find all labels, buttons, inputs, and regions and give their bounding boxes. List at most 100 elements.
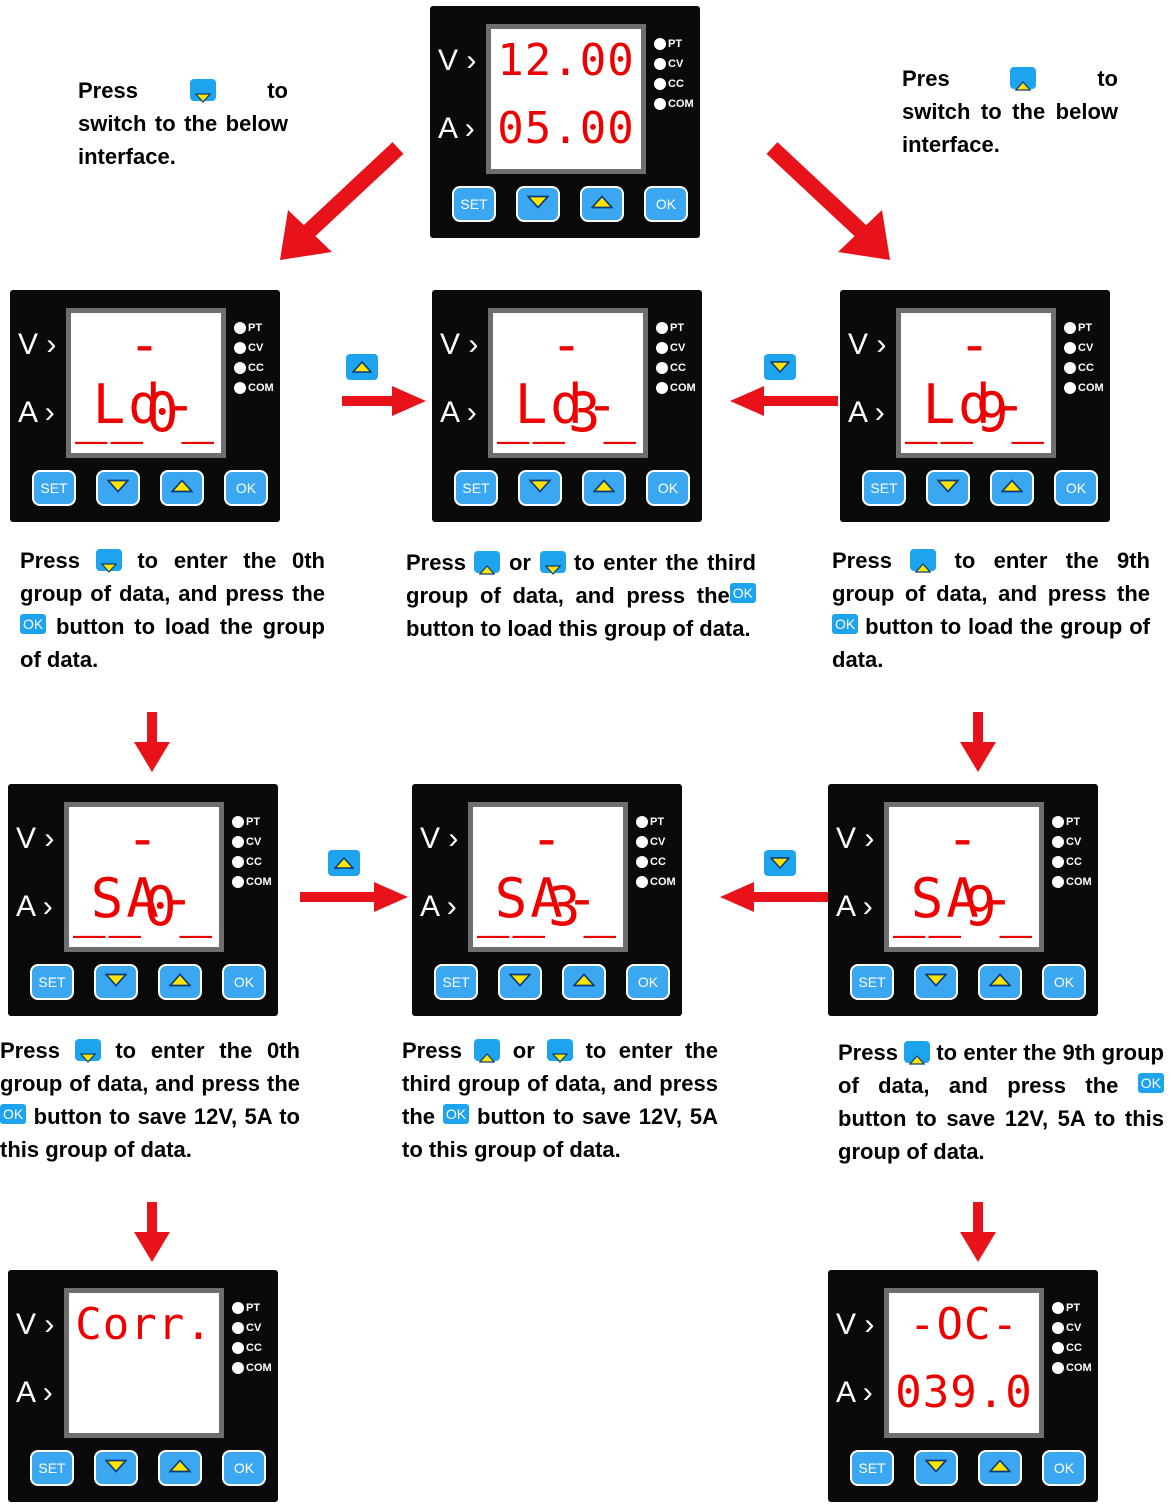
led-com: COM [1052,1360,1092,1380]
set-button[interactable]: SET [452,186,496,222]
arrow-diagonal-right [760,140,900,270]
hint-save-3: Press or to enter the third group of dat… [402,1034,718,1166]
ok-button[interactable]: OK [224,470,268,506]
device-save-3: V › A › -SA- __3_ PT CV CC COM SET OK [412,784,682,1016]
ok-key-icon: OK [20,614,46,634]
set-button[interactable]: SET [30,1450,74,1486]
ok-button[interactable]: OK [1042,964,1086,1000]
lcd-screen: -OC- 039.0 [884,1288,1044,1438]
down-button[interactable] [94,1450,138,1486]
ok-button[interactable]: OK [1042,1450,1086,1486]
ok-button[interactable]: OK [1054,470,1098,506]
set-button[interactable]: SET [862,470,906,506]
key-row: SET OK [862,470,1102,506]
set-button[interactable]: SET [30,964,74,1000]
led-cv: CV [1052,1320,1092,1340]
up-arrow-icon [1001,479,1023,493]
up-button[interactable] [158,1450,202,1486]
ok-key-icon: OK [730,583,756,603]
down-button[interactable] [914,1450,958,1486]
up-arrow-icon [169,973,191,987]
led-cc: CC [1052,854,1092,874]
led-com: COM [234,380,274,400]
ok-button[interactable]: OK [222,1450,266,1486]
indicator-leds: PT CV CC COM [636,814,676,894]
down-arrow-icon [937,479,959,493]
led-com: COM [656,380,696,400]
set-button[interactable]: SET [850,1450,894,1486]
led-com: COM [654,96,694,116]
current-display: __3_ [497,383,639,443]
down-button[interactable] [914,964,958,1000]
key-row: SET OK [30,964,270,1000]
indicator-leds: PT CV CC COM [232,1300,272,1380]
up-button[interactable] [580,186,624,222]
down-button[interactable] [518,470,562,506]
led-com: COM [232,874,272,894]
voltage-label: V › [836,824,874,854]
set-button[interactable]: SET [32,470,76,506]
ok-key-icon: OK [1138,1073,1164,1093]
arrow-down-left-1 [132,712,172,774]
led-pt: PT [232,1300,272,1320]
voltage-label: V › [18,330,56,360]
up-button[interactable] [562,964,606,1000]
down-button[interactable] [498,964,542,1000]
ok-key-icon: OK [443,1104,469,1124]
led-pt: PT [656,320,696,340]
down-button[interactable] [96,470,140,506]
current-display: __0_ [75,383,217,443]
led-cc: CC [232,1340,272,1360]
current-display: 039.0 [893,1363,1035,1423]
lcd-screen: -SA- __9_ [884,802,1044,952]
ok-button[interactable]: OK [646,470,690,506]
down-button[interactable] [516,186,560,222]
down-arrow-icon [529,479,551,493]
up-button[interactable] [978,964,1022,1000]
ok-button[interactable]: OK [222,964,266,1000]
set-button[interactable]: SET [454,470,498,506]
down-button[interactable] [926,470,970,506]
lcd-screen: -Ld- __0_ [66,308,226,458]
voltage-display: Corr. [73,1295,215,1355]
indicator-leds: PT CV CC COM [1052,1300,1092,1380]
voltage-label: V › [438,46,476,76]
indicator-leds: PT CV CC COM [1052,814,1092,894]
set-button[interactable]: SET [850,964,894,1000]
arrow-down-right-2 [958,1202,998,1264]
lcd-screen: -SA- __0_ [64,802,224,952]
led-cv: CV [1052,834,1092,854]
device-oc: V › A › -OC- 039.0 PT CV CC COM SET OK [828,1270,1098,1502]
up-button[interactable] [582,470,626,506]
indicator-leds: PT CV CC COM [234,320,274,400]
indicator-leds: PT CV CC COM [654,36,694,116]
arrow-down-right-1 [958,712,998,774]
up-button[interactable] [978,1450,1022,1486]
up-button[interactable] [158,964,202,1000]
set-button[interactable]: SET [434,964,478,1000]
hint-top-left: Press to switch to the below interface. [78,74,288,173]
current-label: A › [848,398,885,428]
led-com: COM [636,874,676,894]
up-arrow-icon [989,1459,1011,1473]
hint-save-9: Press to enter the 9th group of data, an… [838,1036,1164,1168]
key-row: SET OK [454,470,694,506]
up-key-icon [910,549,936,571]
current-display: __3_ [477,877,619,937]
up-key-icon [474,551,500,573]
ok-button[interactable]: OK [626,964,670,1000]
down-arrow-icon [925,1459,947,1473]
led-cv: CV [234,340,274,360]
ok-button[interactable]: OK [644,186,688,222]
led-cv: CV [656,340,696,360]
up-button[interactable] [160,470,204,506]
hint-load-0: Press to enter the 0th group of data, an… [20,544,325,676]
device-home: V › A › 12.00 05.00 PT CV CC COM SET OK [430,6,700,238]
hint-load-3: Press or to enter the third group of dat… [406,546,756,645]
lcd-screen: -Ld- __9_ [896,308,1056,458]
led-com: COM [1064,380,1104,400]
up-button[interactable] [990,470,1034,506]
led-pt: PT [234,320,274,340]
down-button[interactable] [94,964,138,1000]
indicator-leds: PT CV CC COM [656,320,696,400]
